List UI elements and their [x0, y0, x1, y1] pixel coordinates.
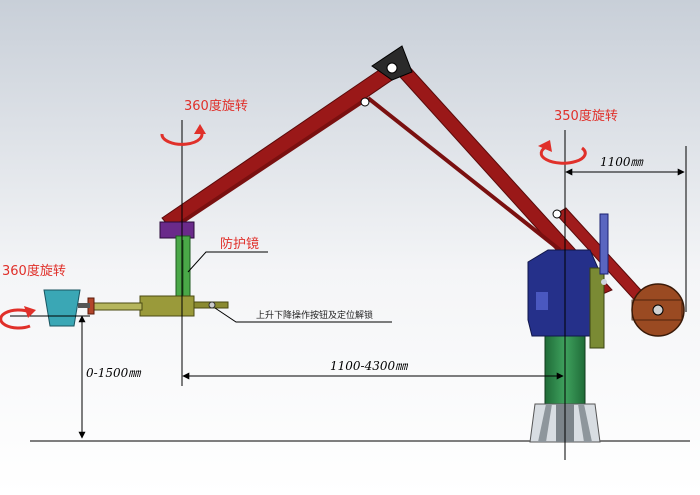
height-range-label: 0-1500㎜	[86, 366, 142, 380]
axis-lines	[10, 120, 566, 460]
rotary-housing	[527, 213, 609, 349]
rotation-label-left: 360度旋转	[2, 263, 66, 279]
rotation-label-center: 360度旋转	[184, 98, 248, 114]
tool-head	[43, 221, 229, 327]
reach-range-label: 1100-4300㎜	[330, 359, 409, 373]
rotation-label-right: 350度旋转	[554, 108, 618, 124]
rotation-arrow-center	[160, 124, 206, 146]
protective-mirror-label: 防护镜	[220, 236, 259, 252]
dimensions	[60, 146, 687, 439]
rotation-arrow-right	[538, 140, 587, 165]
control-buttons-label: 上升下降操作按钮及定位解锁	[256, 309, 373, 321]
counterweight	[631, 283, 685, 337]
rotation-arrow-left	[0, 306, 36, 330]
base-offset-label: 1100㎜	[600, 155, 645, 169]
